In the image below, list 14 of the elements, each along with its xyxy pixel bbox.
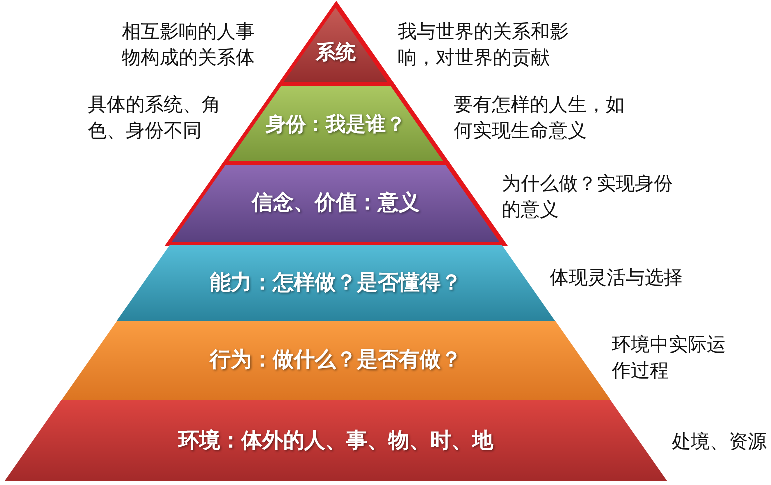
level-label: 信念、价值：意义: [252, 192, 420, 214]
side-note: 为什么做？实现身份的意义: [502, 172, 674, 223]
side-note: 要有怎样的人生，如何实现生命意义: [454, 93, 626, 144]
side-note: 体现灵活与选择: [550, 266, 683, 291]
side-note: 具体的系统、角色、身份不同: [88, 93, 222, 144]
level-label: 身份：我是谁？: [266, 114, 406, 134]
side-note: 相互影响的人事物构成的关系体: [122, 20, 256, 71]
level-label: 行为：做什么？是否有做？: [210, 350, 462, 370]
side-note: 我与世界的关系和影响，对世界的贡献: [398, 20, 570, 71]
level-label: 系统: [316, 42, 356, 62]
side-note: 处境、资源: [672, 430, 767, 455]
side-note: 环境中实际运作过程: [612, 333, 727, 384]
level-label: 环境：体外的人、事、物、时、地: [178, 430, 494, 452]
level-label: 能力：怎样做？是否懂得？: [210, 272, 462, 294]
